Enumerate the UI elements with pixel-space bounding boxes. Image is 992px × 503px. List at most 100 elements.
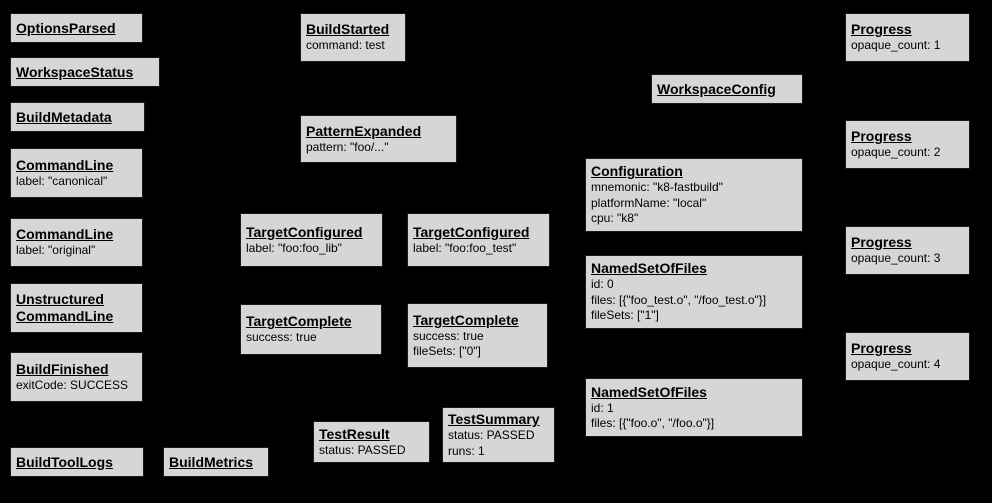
node-title: Progress — [851, 340, 912, 357]
node-title-block: WorkspaceStatus — [16, 64, 154, 81]
node-target-complete-foo-lib: TargetComplete success: true — [240, 304, 382, 355]
node-detail: files: [{"foo.o", "/foo.o"}] — [591, 416, 715, 430]
node-title-block: TargetConfigured — [413, 224, 544, 241]
node-title: NamedSetOfFiles — [591, 260, 707, 277]
node-title: Configuration — [591, 163, 683, 180]
node-title: BuildStarted — [306, 21, 390, 38]
node-title-block: Configuration — [591, 163, 797, 180]
node-title: CommandLine — [16, 308, 114, 324]
node-detail-block: pattern: "foo/..." — [306, 140, 451, 156]
node-detail: fileSets: ["1"] — [591, 308, 659, 323]
node-detail: files: [{"foo_test.o", "/foo_test.o"}] — [591, 292, 767, 307]
node-title-block: BuildMetadata — [16, 109, 139, 126]
node-workspace-config: WorkspaceConfig — [651, 74, 803, 104]
node-target-configured-foo-test: TargetConfigured label: "foo:foo_test" — [407, 213, 550, 267]
node-command-line-original: CommandLine label: "original" — [10, 218, 143, 267]
node-title: TargetConfigured — [413, 223, 530, 240]
node-title: BuildMetrics — [169, 453, 254, 470]
node-detail-block: status: PASSED — [319, 443, 424, 459]
node-configuration: Configuration mnemonic: "k8-fastbuild"pl… — [585, 158, 803, 232]
node-title: TestSummary — [448, 411, 540, 427]
node-progress-4: Progress opaque_count: 4 — [845, 332, 970, 381]
node-workspace-status: WorkspaceStatus — [10, 57, 160, 87]
node-title: CommandLine — [16, 226, 114, 243]
node-detail-block: command: test — [306, 38, 400, 54]
node-title-block: CommandLine — [16, 226, 137, 243]
node-build-metadata: BuildMetadata — [10, 102, 145, 132]
node-target-configured-foo-lib: TargetConfigured label: "foo:foo_lib" — [240, 213, 383, 267]
node-detail-block: success: true — [246, 330, 376, 346]
node-progress-2: Progress opaque_count: 2 — [845, 120, 970, 169]
node-title: CommandLine — [16, 156, 114, 173]
node-title-block: Progress — [851, 21, 964, 38]
node-title-block: BuildMetrics — [169, 454, 263, 471]
node-pattern-expanded: PatternExpanded pattern: "foo/..." — [300, 115, 457, 163]
node-title: WorkspaceStatus — [16, 63, 134, 80]
node-title-block: Progress — [851, 340, 964, 357]
node-detail: label: "original" — [16, 243, 96, 258]
node-title: TestResult — [319, 425, 390, 442]
node-title-block: TargetComplete — [413, 312, 542, 329]
node-detail: command: test — [306, 38, 385, 53]
node-title: PatternExpanded — [306, 122, 422, 139]
node-detail: opaque_count: 1 — [851, 38, 941, 53]
node-build-started: BuildStarted command: test — [300, 13, 406, 62]
node-title-block: Progress — [851, 234, 964, 251]
node-title-block: BuildToolLogs — [16, 454, 138, 471]
node-detail: status: PASSED — [319, 442, 406, 457]
node-detail: pattern: "foo/..." — [306, 139, 389, 154]
node-detail: opaque_count: 2 — [851, 145, 941, 160]
node-detail: label: "foo:foo_lib" — [246, 240, 342, 255]
node-title-block: OptionsParsed — [16, 20, 137, 37]
node-detail-block: mnemonic: "k8-fastbuild"platformName: "l… — [591, 180, 797, 227]
node-title: OptionsParsed — [16, 19, 116, 36]
node-title: TargetConfigured — [246, 223, 363, 240]
node-title-block: WorkspaceConfig — [657, 81, 797, 98]
node-title: Progress — [851, 234, 912, 251]
node-title: BuildToolLogs — [16, 453, 113, 470]
node-detail-block: label: "foo:foo_lib" — [246, 241, 377, 257]
node-detail: opaque_count: 3 — [851, 251, 941, 266]
node-build-finished: BuildFinished exitCode: SUCCESS — [10, 352, 143, 402]
node-detail: runs: 1 — [448, 443, 485, 458]
node-title-block: CommandLine — [16, 157, 137, 174]
node-title: WorkspaceConfig — [657, 80, 776, 97]
node-detail-block: opaque_count: 3 — [851, 251, 964, 267]
node-detail: status: PASSED — [448, 428, 535, 442]
node-detail: success: true — [413, 328, 484, 343]
node-detail: mnemonic: "k8-fastbuild" — [591, 180, 723, 195]
node-detail: id: 1 — [591, 400, 614, 415]
node-title: Progress — [851, 128, 912, 145]
node-detail: opaque_count: 4 — [851, 357, 941, 372]
node-title-block: TargetConfigured — [246, 224, 377, 241]
node-detail: exitCode: SUCCESS — [16, 377, 129, 392]
node-detail-block: label: "original" — [16, 243, 137, 259]
node-detail-block: opaque_count: 2 — [851, 145, 964, 161]
node-title-block: NamedSetOfFiles — [591, 384, 797, 401]
node-title: BuildFinished — [16, 360, 109, 377]
node-command-line-canonical: CommandLine label: "canonical" — [10, 148, 143, 198]
node-title: BuildMetadata — [16, 108, 112, 125]
node-title: NamedSetOfFiles — [591, 383, 707, 400]
node-title: Unstructured — [16, 291, 104, 307]
node-detail: id: 0 — [591, 277, 614, 292]
node-title-block: BuildStarted — [306, 21, 400, 38]
node-detail-block: exitCode: SUCCESS — [16, 378, 137, 394]
node-title-block: BuildFinished — [16, 361, 137, 378]
node-detail-block: opaque_count: 4 — [851, 357, 964, 373]
node-options-parsed: OptionsParsed — [10, 13, 143, 43]
node-title-block: TestSummary — [448, 411, 549, 428]
node-title-block: TargetComplete — [246, 313, 376, 330]
node-title-block: TestResult — [319, 426, 424, 443]
